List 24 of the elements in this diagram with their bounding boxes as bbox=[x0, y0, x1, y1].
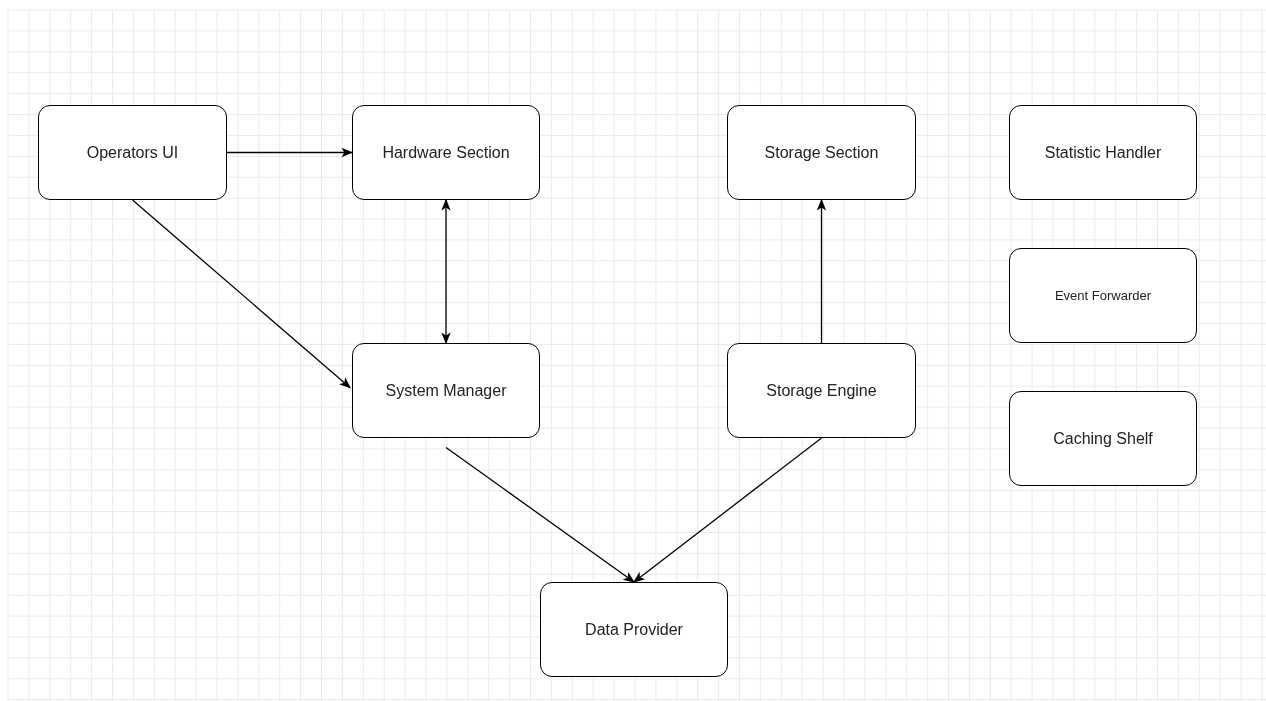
box-label: Hardware Section bbox=[382, 143, 510, 162]
process-box bbox=[1009, 391, 1197, 486]
process-box bbox=[540, 582, 728, 677]
box-label: Data Provider bbox=[585, 620, 683, 639]
process-box bbox=[38, 105, 227, 200]
process-box bbox=[352, 343, 540, 438]
arrow bbox=[131, 199, 351, 389]
process-box bbox=[727, 343, 916, 438]
process-box bbox=[1009, 248, 1197, 343]
arrow bbox=[633, 437, 823, 583]
box-label: System Manager bbox=[385, 381, 507, 400]
process-box bbox=[1009, 105, 1197, 200]
arrow bbox=[226, 147, 354, 158]
box-label: Statistic Handler bbox=[1044, 143, 1162, 162]
box-label: Event Forwarder bbox=[1054, 288, 1152, 303]
arrow bbox=[441, 198, 451, 345]
box-label: Caching Shelf bbox=[1053, 429, 1153, 448]
box-label: Storage Section bbox=[764, 143, 879, 162]
arrow bbox=[445, 446, 635, 583]
box-label: Storage Engine bbox=[766, 381, 877, 400]
box-label: Operators UI bbox=[86, 143, 179, 162]
process-box bbox=[727, 105, 916, 200]
process-box bbox=[352, 105, 540, 200]
arrow bbox=[816, 198, 827, 344]
